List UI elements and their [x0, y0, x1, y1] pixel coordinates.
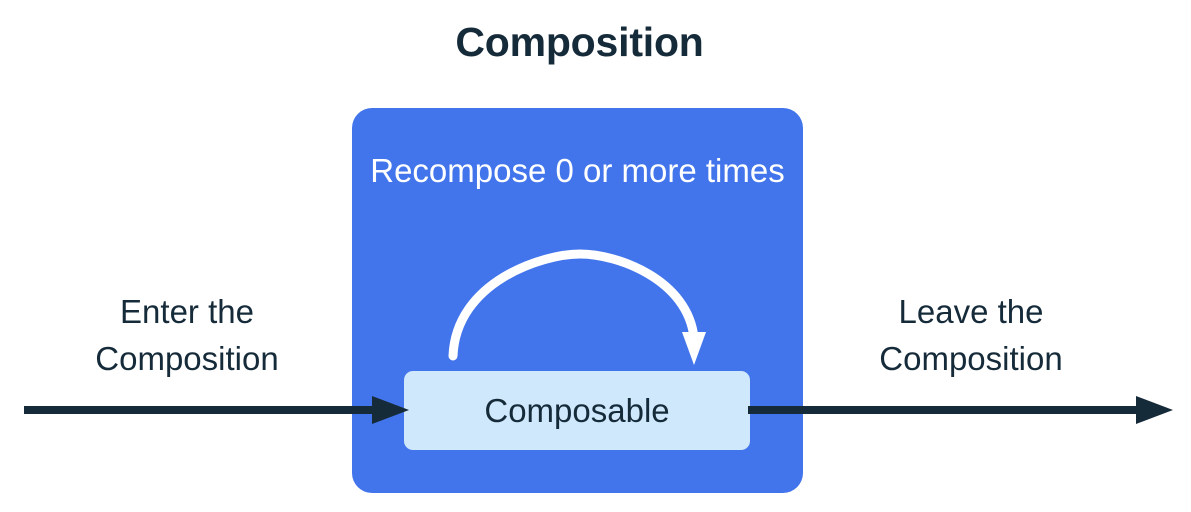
enter-composition-label: Enter the Composition — [95, 293, 279, 377]
page-title: Composition — [455, 19, 704, 65]
enter-arrow-right-icon — [24, 396, 409, 424]
loop-arrow-icon — [448, 249, 706, 365]
composable-node: Composable — [404, 371, 750, 450]
recompose-label: Recompose 0 or more times — [370, 152, 785, 189]
leave-arrow-right-icon — [748, 396, 1173, 424]
leave-composition-label: Leave the Composition — [879, 293, 1063, 377]
composable-label: Composable — [484, 391, 670, 429]
